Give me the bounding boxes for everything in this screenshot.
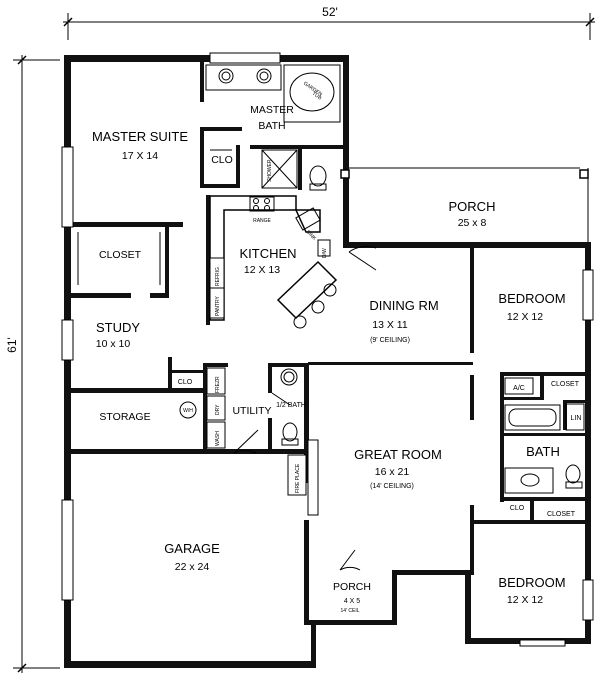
fixtures xyxy=(77,64,585,516)
porch-front-size: 4 X 5 xyxy=(344,598,360,605)
porch-front-label: PORCH xyxy=(333,581,371,593)
windows xyxy=(61,52,594,647)
wh-label: W/H xyxy=(183,408,193,414)
closet-bed1-label: CLOSET xyxy=(551,381,580,388)
bedroom-2-size: 12 X 12 xyxy=(507,594,543,606)
bedroom-1-label: BEDROOM xyxy=(498,291,565,306)
bath-label: BATH xyxy=(526,444,560,459)
master-bath-label-1: MASTER xyxy=(250,104,294,116)
porch-posts xyxy=(340,167,589,242)
width-dimension: 52' xyxy=(322,5,338,19)
master-suite-size: 17 X 14 xyxy=(122,150,158,162)
porch-rear-size: 25 x 8 xyxy=(458,217,487,229)
study-size: 10 x 10 xyxy=(96,338,131,350)
shower-label: SHOWER xyxy=(267,159,273,182)
lin-label: LIN xyxy=(571,415,582,422)
door-swings xyxy=(233,245,377,571)
exterior-walls xyxy=(64,55,591,668)
clo-study-label: CLO xyxy=(178,379,193,386)
utility-label: UTILITY xyxy=(232,405,271,417)
master-bath-label-2: BATH xyxy=(258,120,285,132)
dimension-lines xyxy=(13,13,595,673)
great-room-note: (14' CEILING) xyxy=(370,483,414,490)
kitchen-label: KITCHEN xyxy=(239,246,296,261)
ac-label: A/C xyxy=(513,385,525,392)
pantry-label: PANTRY xyxy=(215,296,221,316)
dw-label: D/W xyxy=(322,248,328,258)
freezer-label: FREZR xyxy=(215,376,221,393)
master-suite-label: MASTER SUITE xyxy=(92,129,188,144)
great-room-label: GREAT ROOM xyxy=(354,447,442,462)
half-bath-label: 1/2 BATH xyxy=(276,402,306,409)
clo-bath-label: CLO xyxy=(510,505,525,512)
kitchen-size: 12 X 13 xyxy=(244,264,280,276)
range-label: RANGE xyxy=(253,218,271,224)
depth-dimension: 61' xyxy=(5,337,19,353)
great-room-size: 16 x 21 xyxy=(375,466,410,478)
garden-tub-label-2: TUB xyxy=(311,91,323,102)
study-label: STUDY xyxy=(96,320,140,335)
porch-rear-label: PORCH xyxy=(449,199,496,214)
storage-label: STORAGE xyxy=(99,411,150,423)
garage-label: GARAGE xyxy=(164,541,220,556)
garage-size: 22 x 24 xyxy=(175,561,210,573)
bedroom-2-label: BEDROOM xyxy=(498,575,565,590)
bedroom-1-size: 12 X 12 xyxy=(507,311,543,323)
dining-label: DINING RM xyxy=(369,298,438,313)
fireplace-label: FIRE PLACE xyxy=(295,463,301,493)
porch-front-note: 14' CEIL xyxy=(340,608,359,614)
clo-master-label: CLO xyxy=(211,154,233,166)
refrig-label: REFRIG xyxy=(215,267,221,286)
room-labels: MASTER SUITE 17 X 14 MASTER BATH PORCH 2… xyxy=(92,104,566,614)
dining-size: 13 X 11 xyxy=(372,319,408,331)
closet-master-label: CLOSET xyxy=(99,249,142,261)
dryer-label: DRY xyxy=(215,404,221,415)
wash-label: WASH xyxy=(215,431,221,446)
interior-walls xyxy=(71,62,585,575)
closet-bed2-label: CLOSET xyxy=(547,511,576,518)
dining-note: (9' CEILING) xyxy=(370,337,410,344)
